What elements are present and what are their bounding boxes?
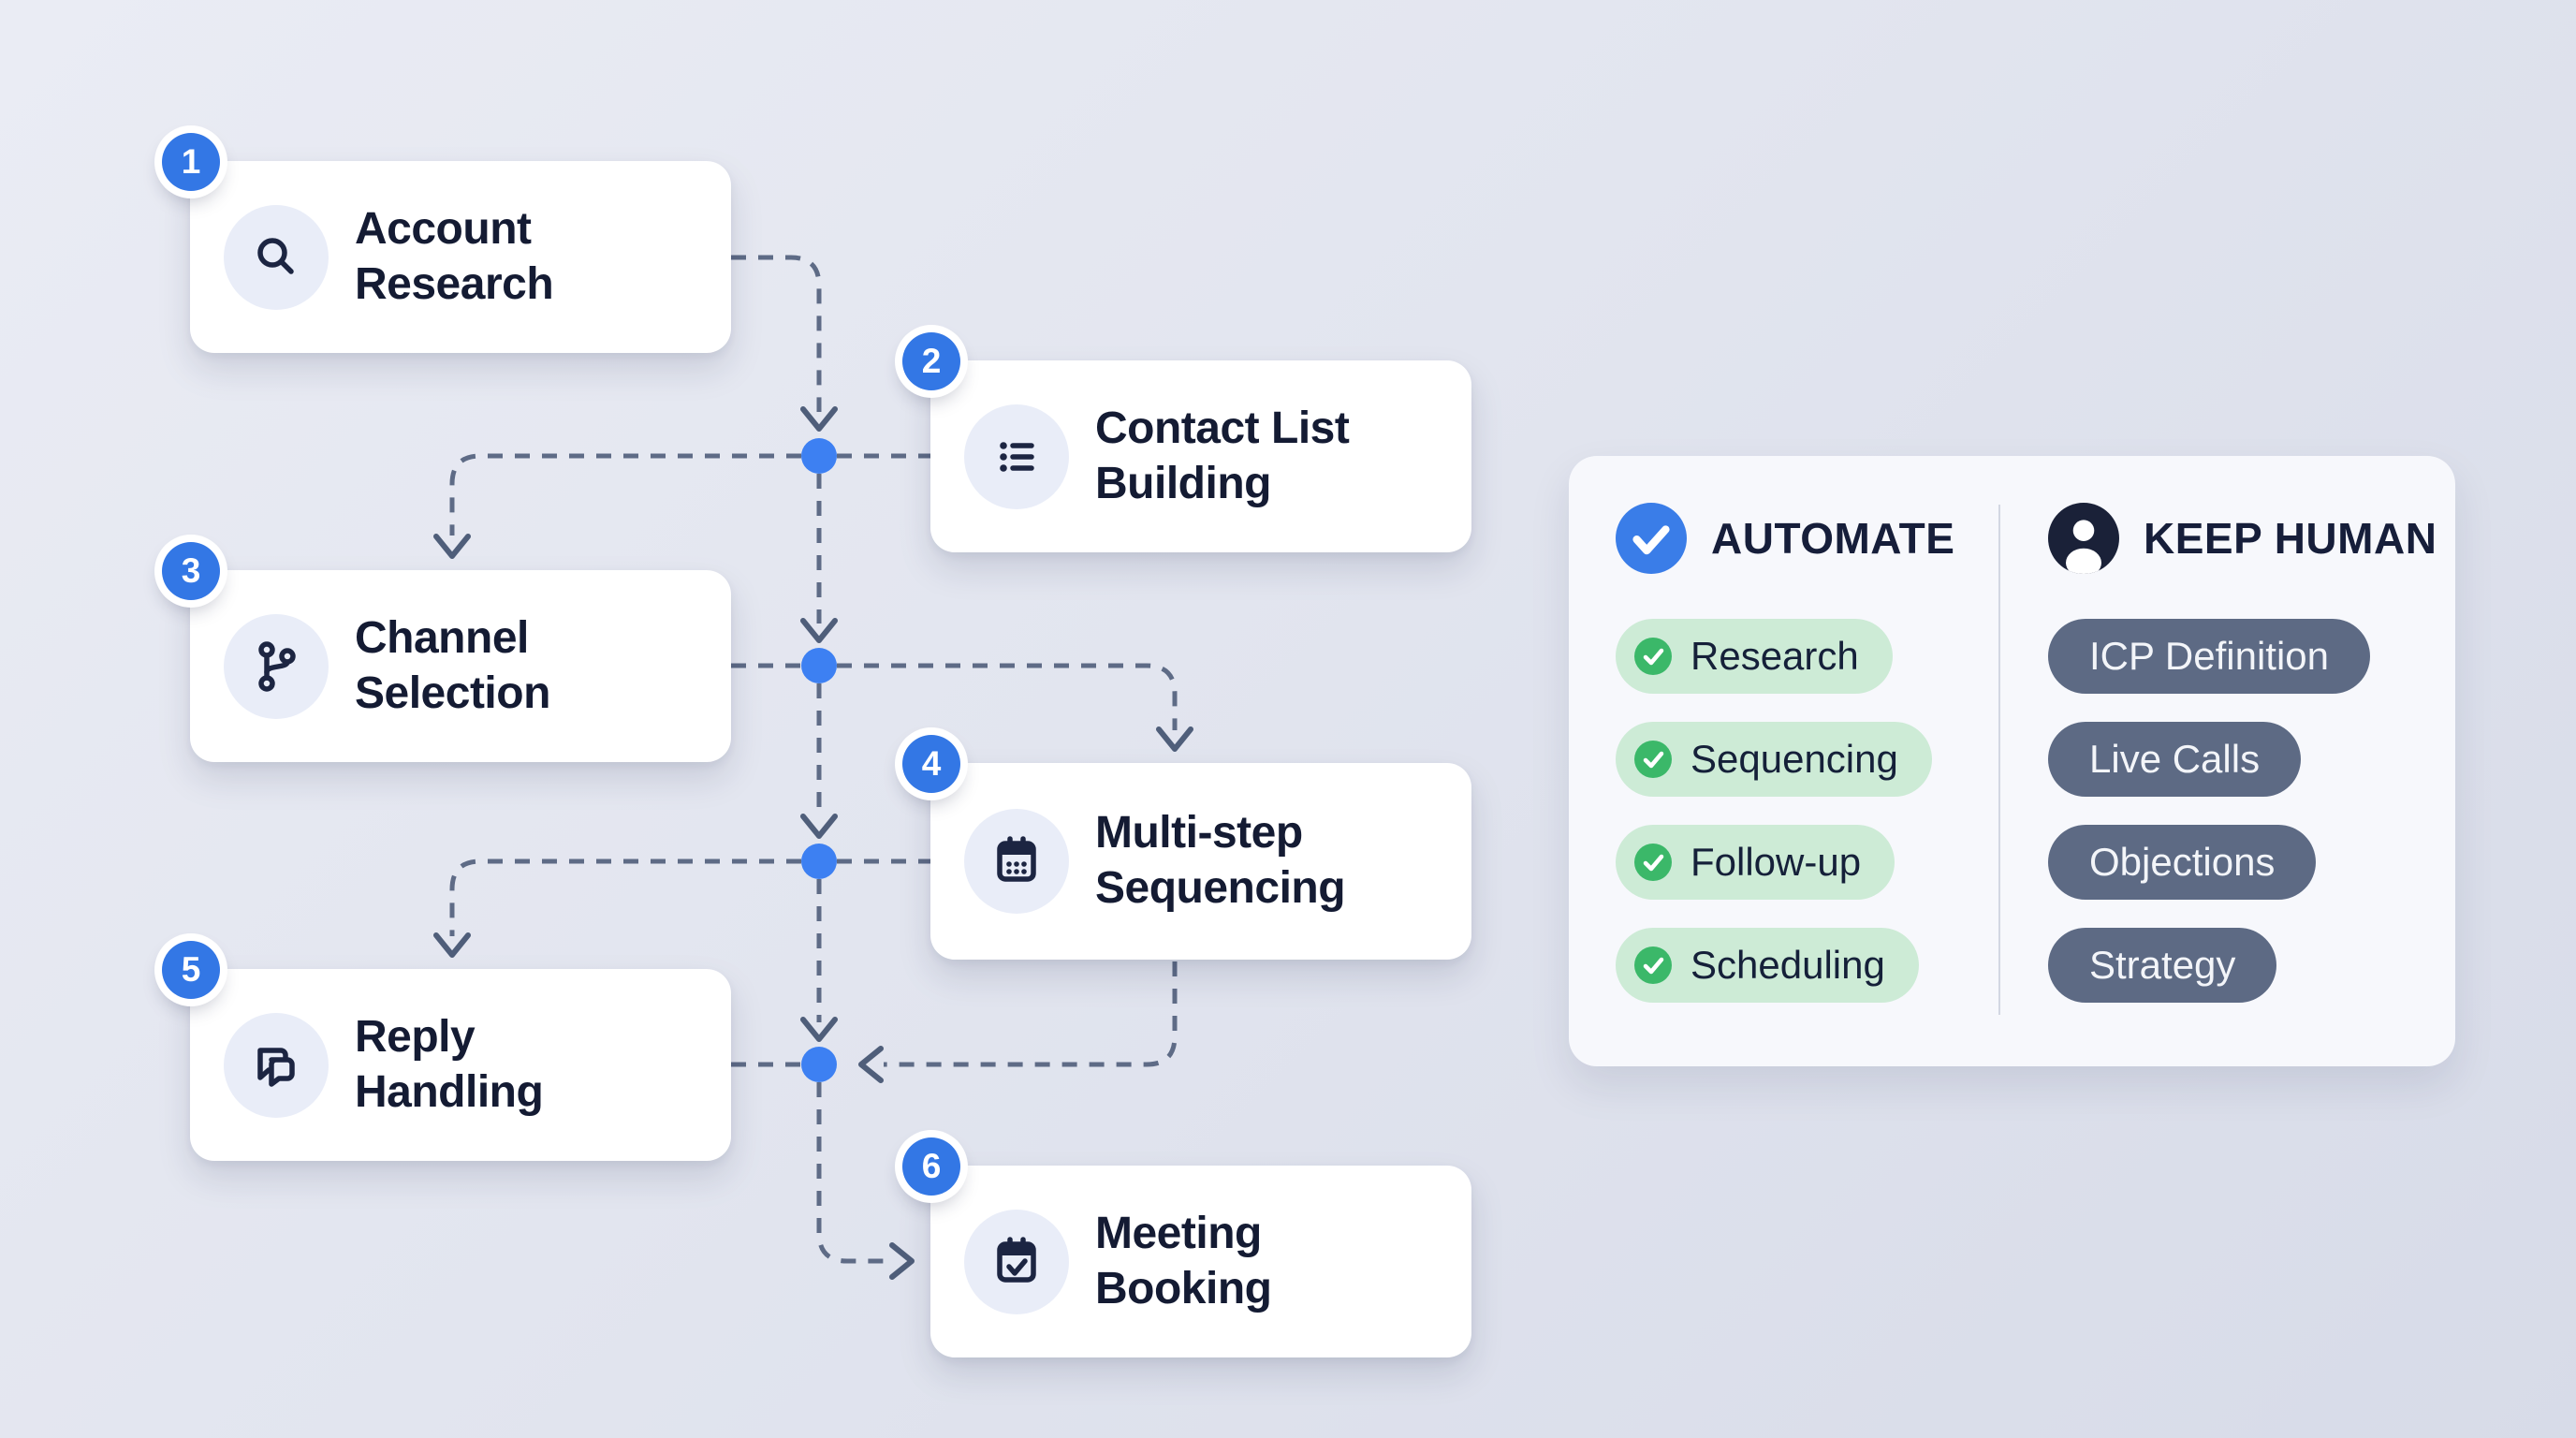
check-circle-icon bbox=[1616, 503, 1687, 574]
step-number-badge: 5 bbox=[162, 941, 220, 999]
automate-header: AUTOMATE bbox=[1616, 503, 1954, 574]
keep-human-header: KEEP HUMAN bbox=[2048, 503, 2437, 574]
step-title: Multi-step Sequencing bbox=[1095, 808, 1346, 913]
step-number-badge: 3 bbox=[162, 542, 220, 600]
junction-dot bbox=[801, 1047, 837, 1082]
human-pill-icp-definition: ICP Definition bbox=[2048, 619, 2371, 694]
git-branch-icon bbox=[224, 613, 329, 719]
automate-pill-follow-up: Follow-up bbox=[1616, 825, 1895, 900]
arrow-right-icon bbox=[889, 1242, 915, 1280]
calendar-icon bbox=[964, 809, 1069, 914]
arrow-down-icon bbox=[1156, 726, 1193, 752]
keep-human-column: KEEP HUMAN ICP Definition Live Calls Obj… bbox=[2048, 456, 2437, 1003]
step-title: Meeting Booking bbox=[1095, 1208, 1272, 1313]
arrow-down-icon bbox=[800, 406, 838, 432]
chat-bubbles-icon bbox=[224, 1012, 329, 1118]
arrow-down-icon bbox=[433, 534, 471, 559]
step-card-meeting-booking: 6 Meeting Booking bbox=[902, 1137, 1471, 1357]
step-number-badge: 6 bbox=[902, 1137, 960, 1196]
automate-label: AUTOMATE bbox=[1711, 514, 1955, 563]
person-icon bbox=[2048, 503, 2119, 574]
arrow-down-icon bbox=[800, 1017, 838, 1042]
step-card-reply-handling: 5 Reply Handling bbox=[162, 941, 731, 1161]
step-number-badge: 2 bbox=[902, 332, 960, 390]
automate-pill-sequencing: Sequencing bbox=[1616, 722, 1932, 797]
step-title: Reply Handling bbox=[355, 1011, 544, 1117]
step-card-contact-list-building: 2 Contact List Building bbox=[902, 332, 1471, 552]
junction-dot bbox=[801, 438, 837, 474]
check-circle-icon bbox=[1634, 844, 1672, 881]
column-divider bbox=[1998, 505, 2000, 1015]
search-icon bbox=[224, 204, 329, 310]
step-card-account-research: 1 Account Research bbox=[162, 133, 731, 353]
automate-pill-research: Research bbox=[1616, 619, 1893, 694]
keep-human-label: KEEP HUMAN bbox=[2144, 514, 2437, 563]
check-circle-icon bbox=[1634, 741, 1672, 778]
calendar-check-icon bbox=[964, 1209, 1069, 1314]
automate-pill-scheduling: Scheduling bbox=[1616, 928, 1919, 1003]
step-card-multi-step-sequencing: 4 Multi-step Sequencing bbox=[902, 735, 1471, 960]
step-number-badge: 4 bbox=[902, 735, 960, 793]
step-card-channel-selection: 3 Channel Selection bbox=[162, 542, 731, 762]
step-number-badge: 1 bbox=[162, 133, 220, 191]
check-circle-icon bbox=[1634, 946, 1672, 984]
step-title: Contact List Building bbox=[1095, 403, 1350, 508]
human-pill-live-calls: Live Calls bbox=[2048, 722, 2302, 797]
check-circle-icon bbox=[1634, 638, 1672, 675]
junction-dot bbox=[801, 648, 837, 683]
human-pill-objections: Objections bbox=[2048, 825, 2317, 900]
arrow-down-icon bbox=[800, 618, 838, 643]
human-pill-strategy: Strategy bbox=[2048, 928, 2277, 1003]
automate-vs-human-panel: AUTOMATE Research Sequencing bbox=[1569, 456, 2455, 1066]
arrow-left-icon bbox=[858, 1046, 884, 1083]
step-title: Account Research bbox=[355, 203, 554, 309]
arrow-down-icon bbox=[800, 814, 838, 839]
step-title: Channel Selection bbox=[355, 612, 550, 718]
junction-dot bbox=[801, 844, 837, 879]
list-icon bbox=[964, 404, 1069, 509]
automate-column: AUTOMATE Research Sequencing bbox=[1616, 456, 1954, 1003]
arrow-down-icon bbox=[433, 932, 471, 958]
